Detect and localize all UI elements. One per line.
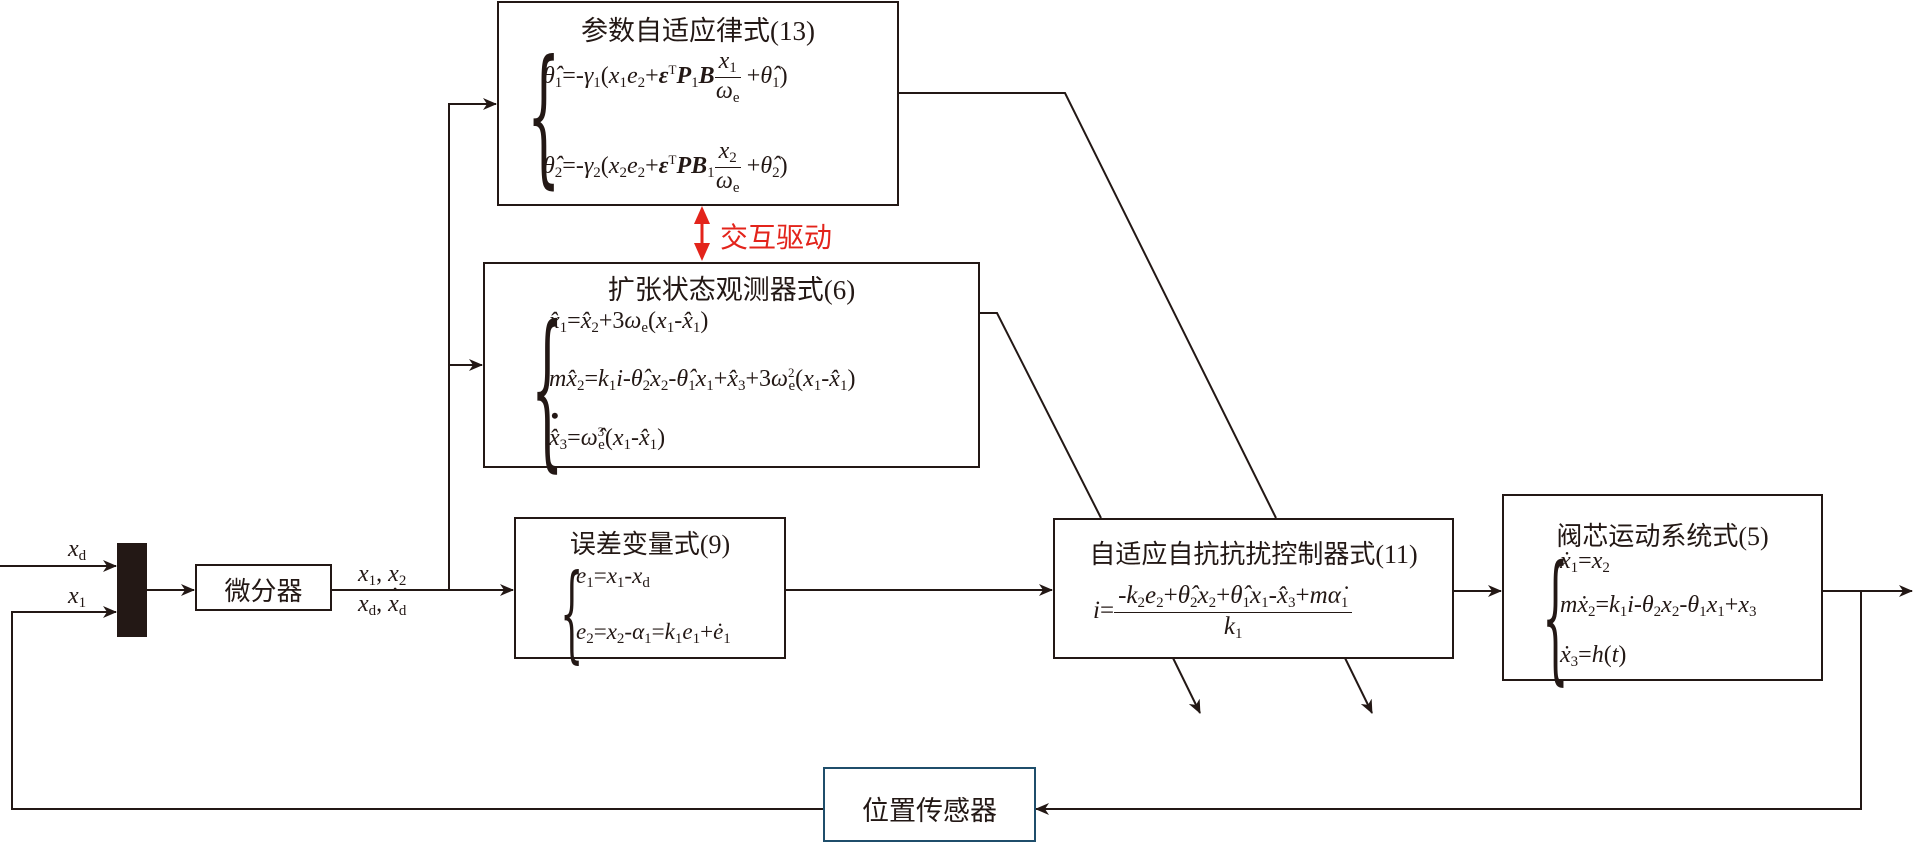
block-observer-title: 扩张状态观测器式(6) (607, 275, 856, 305)
valve-eq3: ẋ3=h(t) (1560, 642, 1627, 670)
observer-eq3: x̂•3=ω̂3e(x1-x̂1) (549, 403, 666, 453)
block-error-title: 误差变量式(9) (569, 530, 731, 559)
interaction-arrow-up (694, 206, 710, 224)
observer-eq2: mx̂2=k1i-θ̂2x2-θ̂1x1+x̂3+3ω2e(x1-x̂1) (549, 365, 856, 394)
wire-controller-out-1 (1172, 657, 1201, 714)
error-eq1: e1=x1-xd (576, 563, 650, 591)
error-eq2: e2=x2-α1=k1e1+ė1 (576, 619, 731, 647)
wire-param-controller (898, 92, 1277, 519)
block-sensor: 位置传感器 (823, 767, 1036, 842)
wire-feedback-x1 (11, 606, 1035, 810)
block-differentiator: 微分器 (195, 564, 332, 611)
block-param-law-title: 参数自适应律式(13) (581, 16, 815, 46)
wire-branch-param (448, 98, 497, 590)
block-differentiator-title: 微分器 (224, 577, 303, 606)
valve-eq1: ẋ1=x2 (1560, 548, 1610, 576)
block-sensor-title: 位置传感器 (862, 796, 997, 826)
observer-eq1: x̂1=x̂2+3ωe(x1-x̂1) (549, 308, 709, 336)
wire-feedback-sensor (1035, 591, 1862, 815)
label-diff-out-bottom: xd, x·d (358, 577, 407, 619)
block-observer: 扩张状态观测器式(6) { x̂1=x̂2+3ωe(x1-x̂1) mx̂2=k… (483, 262, 980, 474)
block-controller: 自适应自抗抗扰控制器式(11) i=-k2e2+θ̂2x2+θ̂1x1-x̂3+… (1053, 518, 1454, 659)
wire-controller-out-2 (1344, 657, 1373, 714)
label-input-x1: x1 (68, 583, 87, 611)
brace-icon: { (1542, 536, 1569, 699)
valve-eq2: mẋ2=k1i-θ2x2-θ1x1+x3 (1560, 592, 1757, 620)
mux-block (117, 543, 147, 637)
block-error: 误差变量式(9) { e1=x1-xd e2=x2-α1=k1e1+ė1 (514, 517, 786, 666)
block-valve-title: 阀芯运动系统式(5) (1556, 522, 1769, 551)
block-controller-title: 自适应自抗抗扰控制器式(11) (1089, 540, 1418, 569)
brace-icon: { (531, 290, 564, 488)
interaction-label: 交互驱动 (720, 221, 833, 254)
block-valve: 阀芯运动系统式(5) { ẋ1=x2 mẋ2=k1i-θ2x2-θ1x1+x3 … (1502, 494, 1823, 688)
brace-icon: { (527, 29, 561, 203)
interaction-arrow-down (694, 243, 710, 261)
label-input-xd: xd (68, 536, 87, 564)
label-diff-out-top: x1, x2 (358, 561, 407, 589)
wire-observer-controller (979, 312, 1102, 519)
brace-icon: { (560, 552, 584, 674)
